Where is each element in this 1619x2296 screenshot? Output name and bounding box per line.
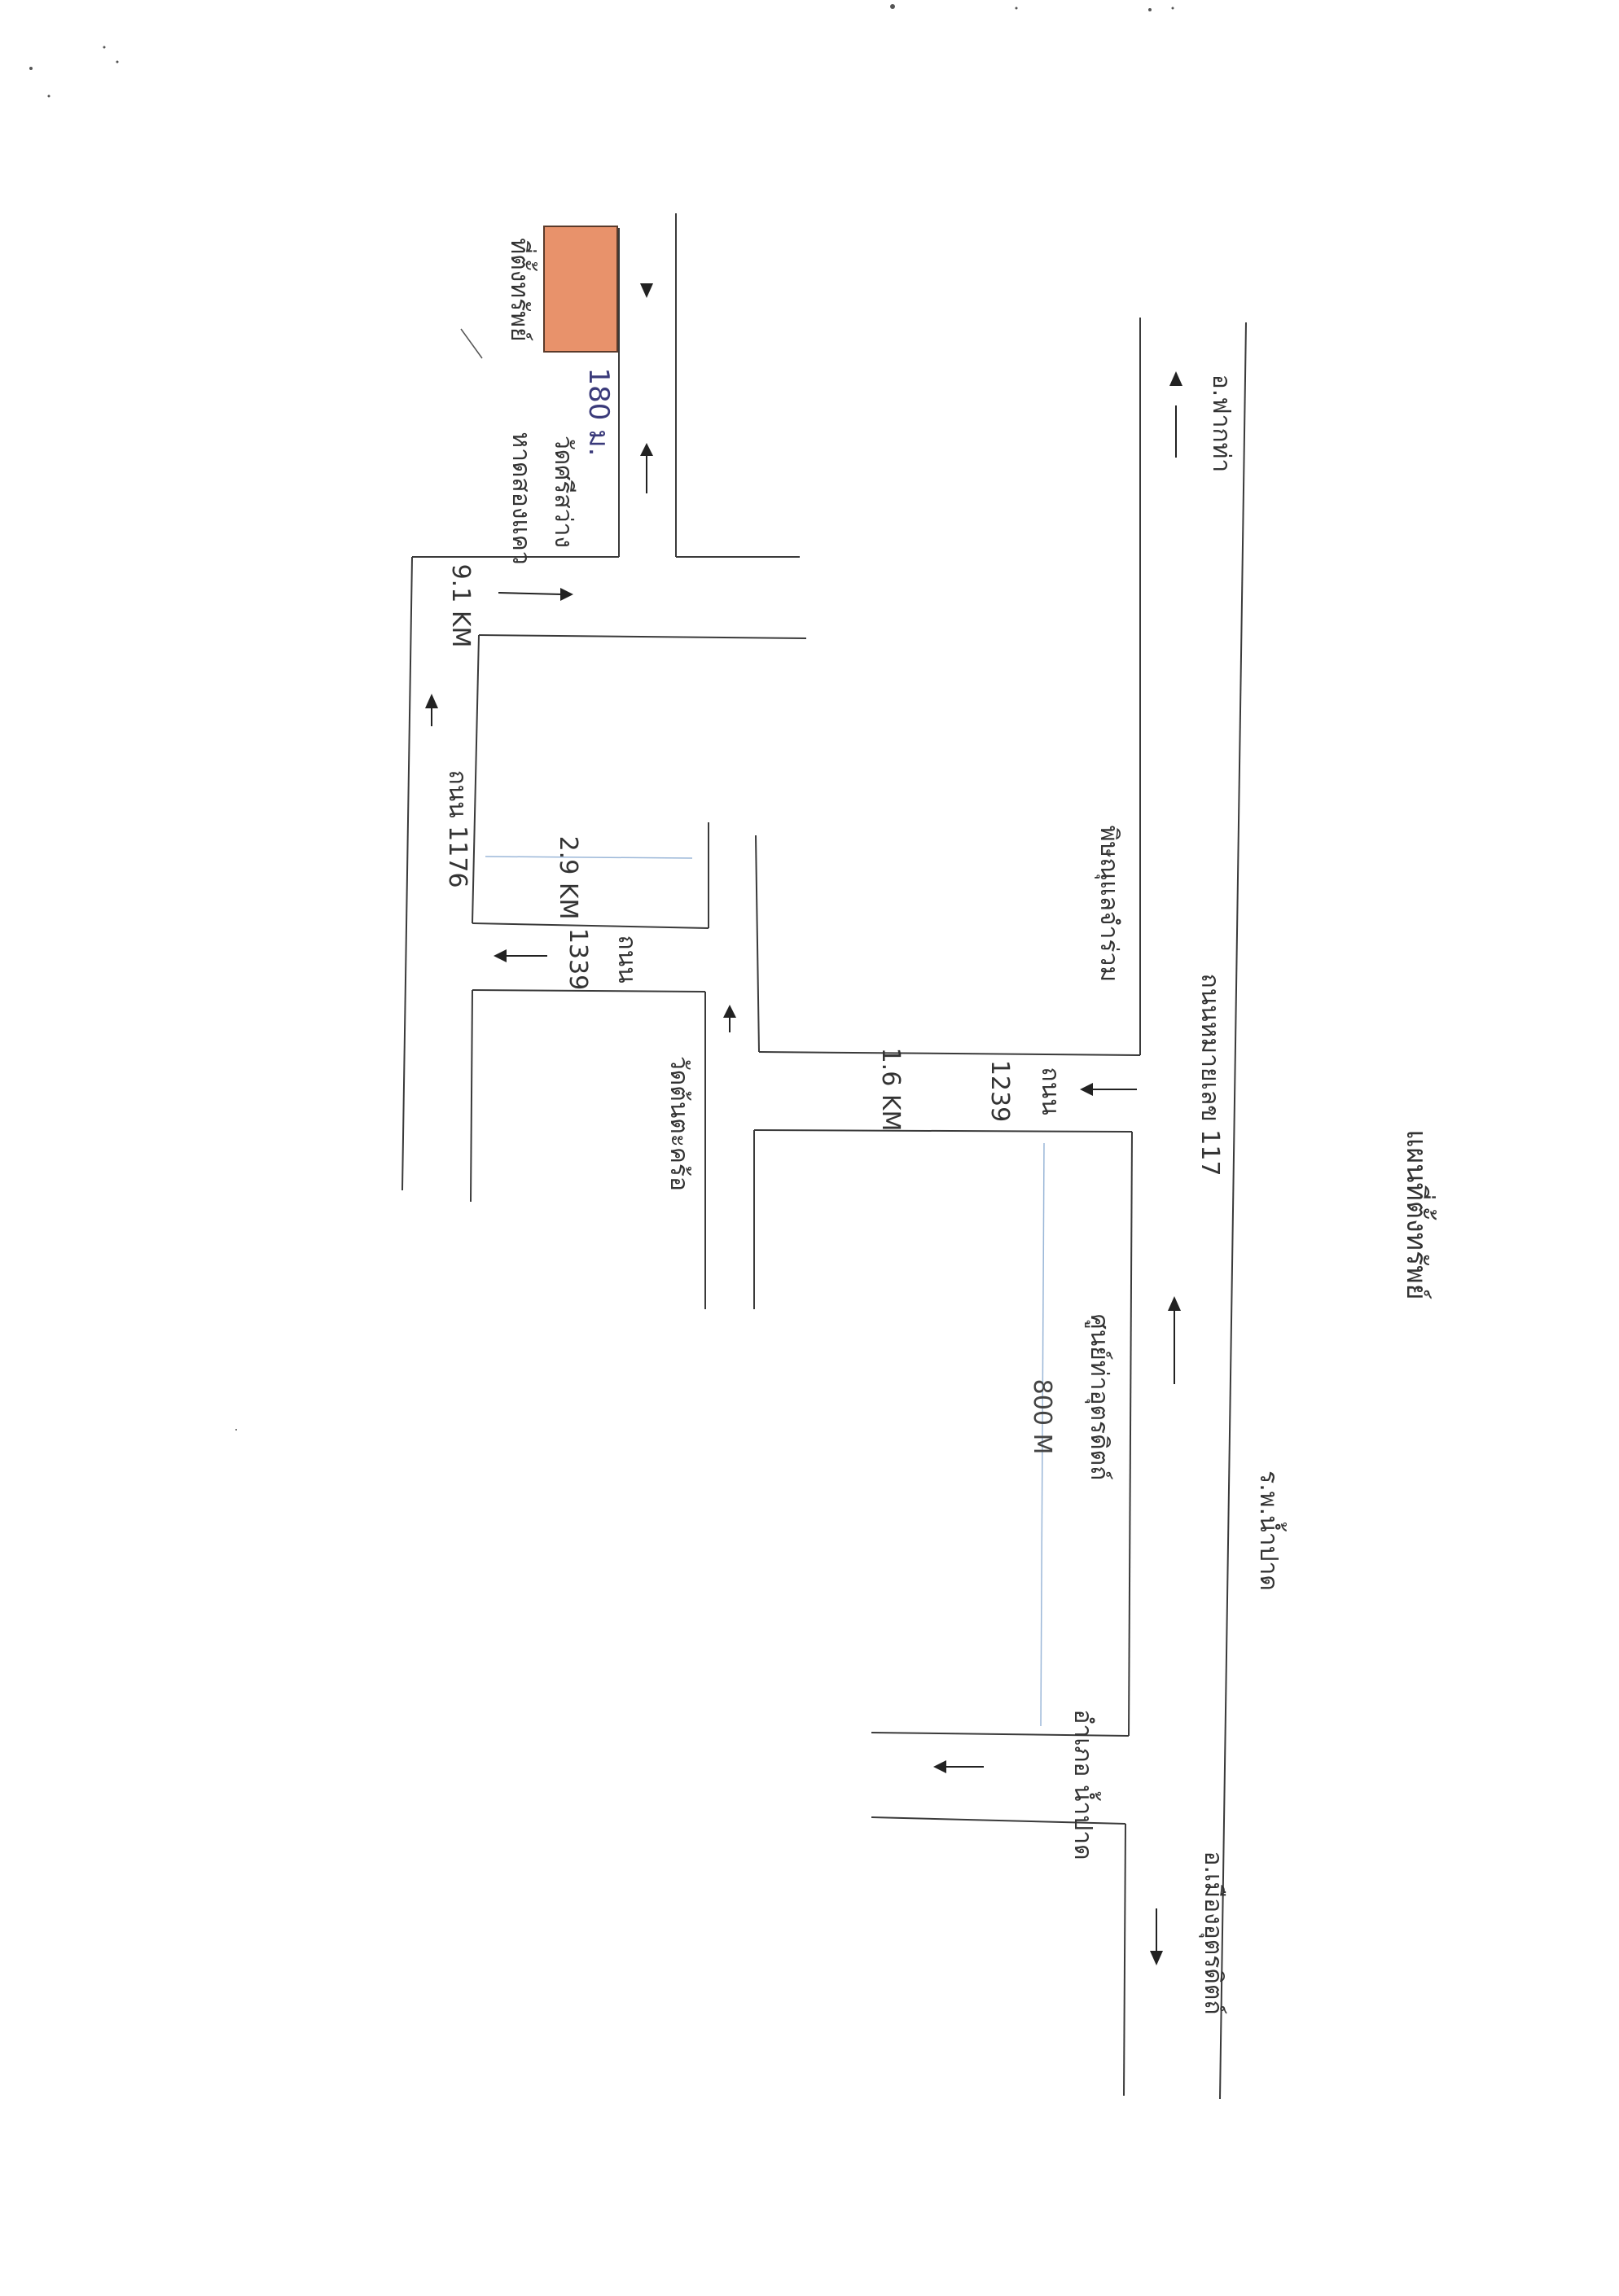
property-label: ที่ตั้งทรัพย์	[505, 238, 537, 341]
wat-ton-khanun-label: วัดต้นตะคร้อ	[665, 1056, 693, 1191]
property-marker: ที่ตั้งทรัพย์	[460, 226, 618, 359]
arrow-2	[498, 592, 563, 595]
road-1339-label-a: ถนน	[612, 935, 641, 983]
wat-si-sawang-label: วัดศรีสว่าง	[549, 436, 577, 548]
highway-117-label: ถนนหมายเลข 117	[1196, 973, 1224, 1176]
distance-road-1176: 9.1 KM	[446, 564, 475, 648]
labels: แผนที่ตั้งทรัพย์ 180 ม. วัดศรีสว่าง หาดส…	[443, 368, 1437, 2015]
arrows	[425, 283, 1182, 1965]
road-1239	[753, 318, 1141, 1737]
distance-road-1339: 2.9 KM	[554, 836, 582, 920]
nam-pat-hospital-label: ร.พ.น้ำปาด	[1254, 1470, 1287, 1591]
road-to-property	[618, 213, 800, 558]
distance-to-amphoe: 800 M	[1028, 1379, 1056, 1455]
muang-uttaradit-label: อ.เมืองอุตรดิตถ์	[1198, 1851, 1227, 2015]
distance-road-1239: 1.6 KM	[876, 1048, 905, 1132]
arrow-up-head-1	[640, 283, 653, 298]
road-amphoe-nam-pat	[871, 1732, 1130, 2097]
wat-si-sawang-area-label: หาดสองแคว	[507, 432, 535, 564]
distance-to-property: 180 ม.	[582, 368, 615, 457]
road-1176-label: ถนน 1176	[443, 769, 472, 887]
road-1239-label-a: ถนน	[1036, 1067, 1064, 1115]
police-station-label: ศูนย์ท่าอุตรดิตถ์	[1084, 1314, 1113, 1481]
road-1176	[401, 556, 807, 1191]
lab-lae-junction-label: พิษณุแลจำร่วม	[1094, 826, 1123, 982]
highway-117	[1219, 322, 1247, 2100]
road-1239-label-b: 1239	[985, 1060, 1014, 1122]
road-1339	[470, 822, 709, 1309]
road-1339-label-b: 1339	[564, 928, 592, 990]
fa-tha-label: อ.ฟากท่า	[1207, 375, 1235, 472]
scan-noise	[29, 4, 1174, 1431]
map-title: แผนที่ตั้งทรัพย์	[1400, 1129, 1437, 1299]
amphoe-nam-pat-label: อำเภอ น้ำปาด	[1068, 1709, 1101, 1860]
